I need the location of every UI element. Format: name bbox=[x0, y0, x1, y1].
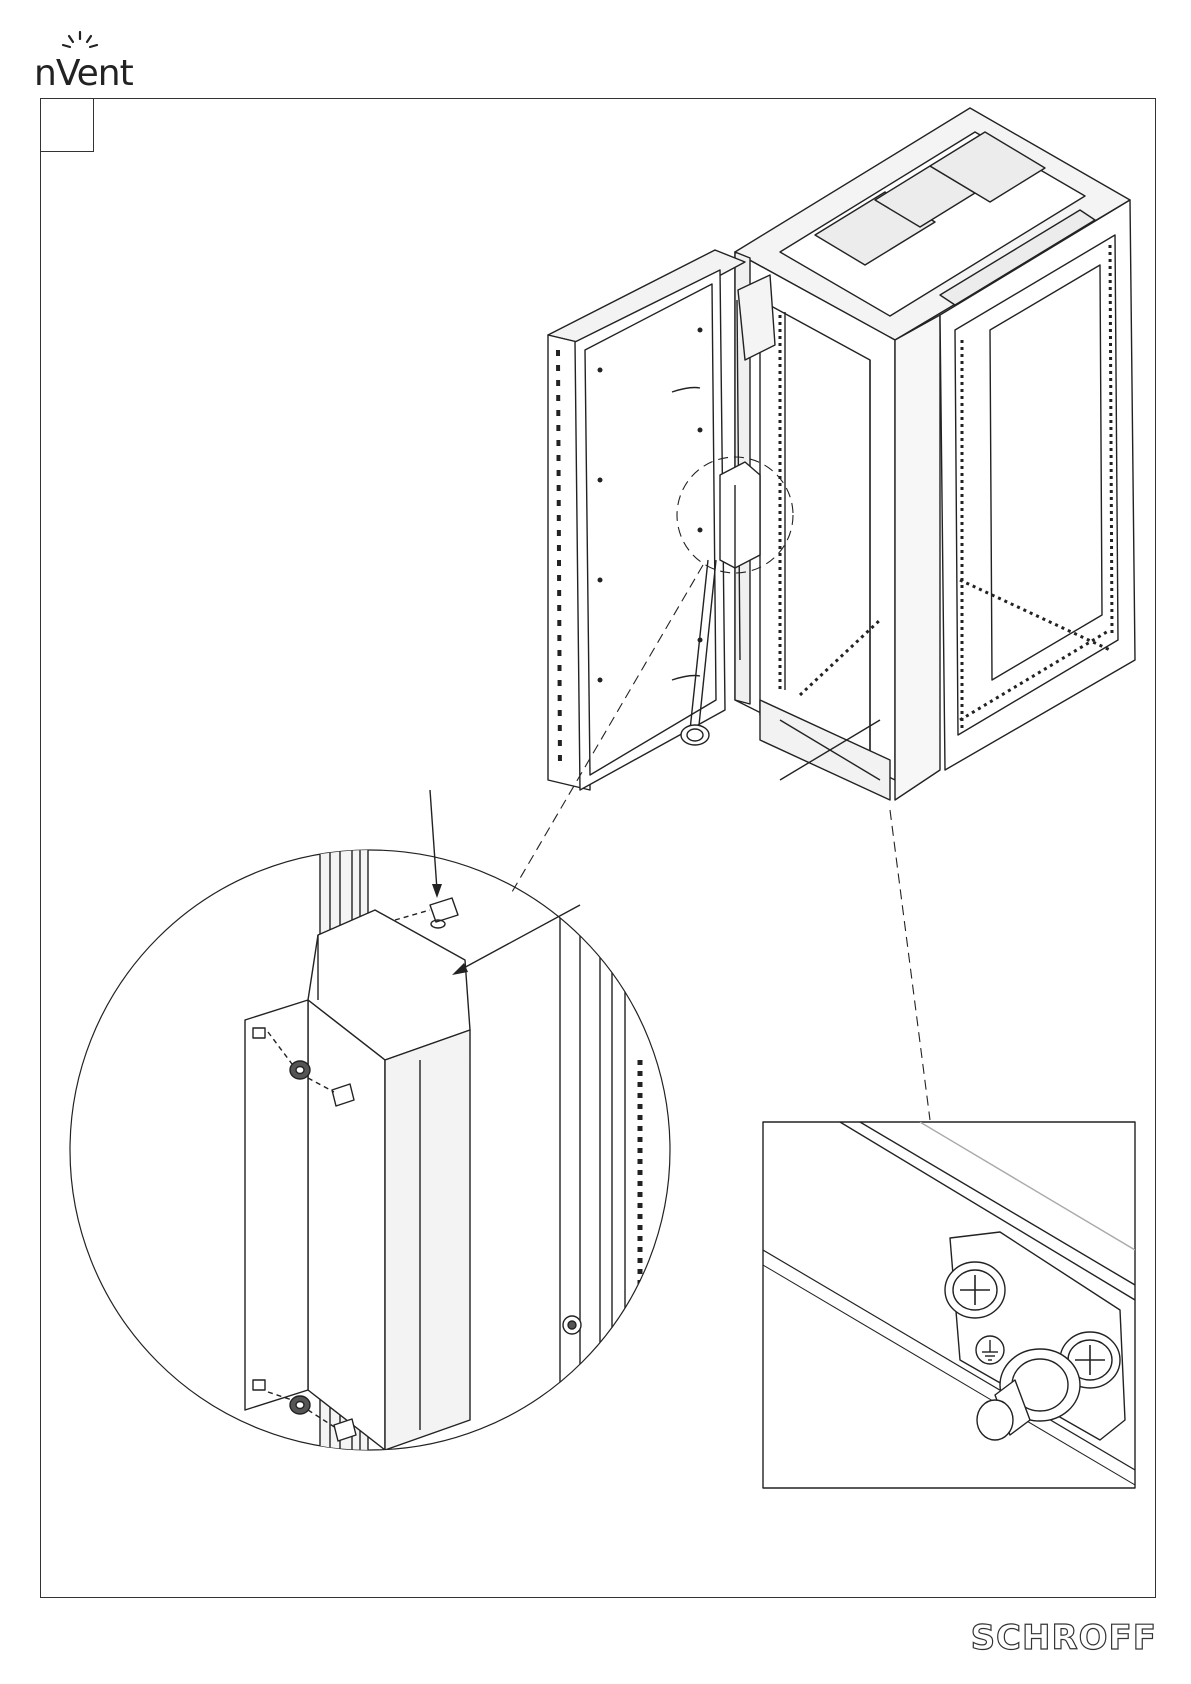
hinge-detail-circle bbox=[70, 790, 670, 1460]
ground-stud-detail-box bbox=[763, 1122, 1135, 1488]
schroff-brand: SCHROFF bbox=[971, 1618, 1157, 1658]
cabinet-overview bbox=[548, 108, 1135, 800]
